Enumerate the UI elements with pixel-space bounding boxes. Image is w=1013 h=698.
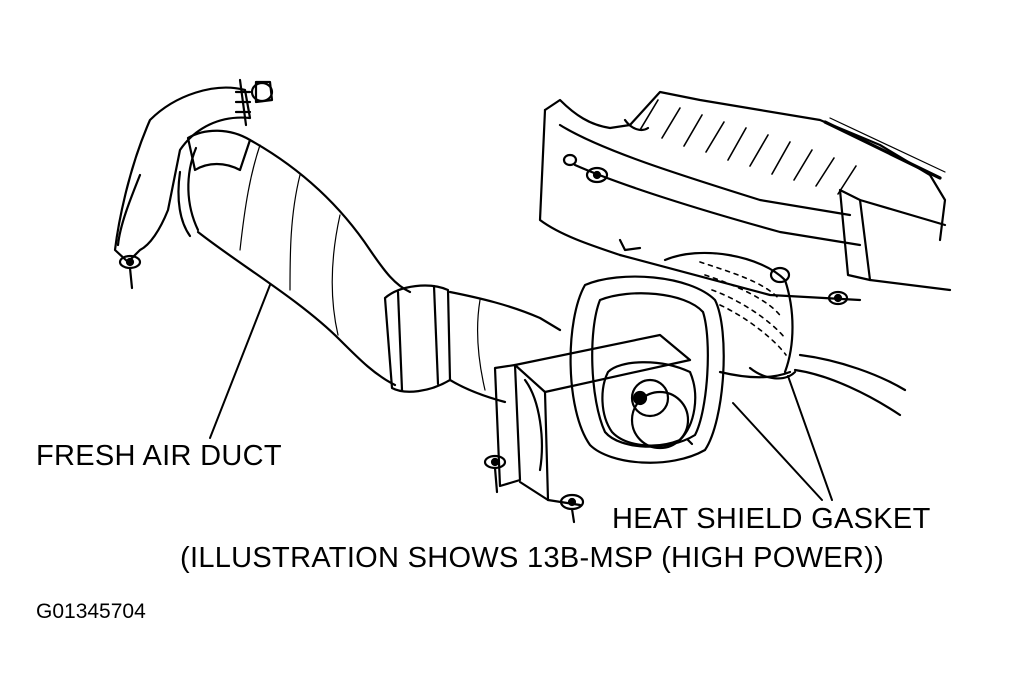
heat-shield-gasket <box>569 275 725 464</box>
leader-gasket-rear <box>787 375 833 501</box>
mounting-bracket-left <box>113 78 274 290</box>
figure-id: G01345704 <box>36 600 146 623</box>
leader-fresh-air-duct <box>209 284 271 439</box>
callout-leaders <box>209 284 833 501</box>
connector-box <box>483 333 692 524</box>
label-illustration-note: (ILLUSTRATION SHOWS 13B-MSP (HIGH POWER)… <box>180 542 885 574</box>
label-fresh-air-duct: FRESH AIR DUCT <box>36 440 282 472</box>
engine-manifold <box>538 90 952 417</box>
fresh-air-duct <box>177 129 562 404</box>
label-heat-shield-gasket: HEAT SHIELD GASKET <box>612 503 931 535</box>
leader-gasket-front <box>732 402 823 501</box>
